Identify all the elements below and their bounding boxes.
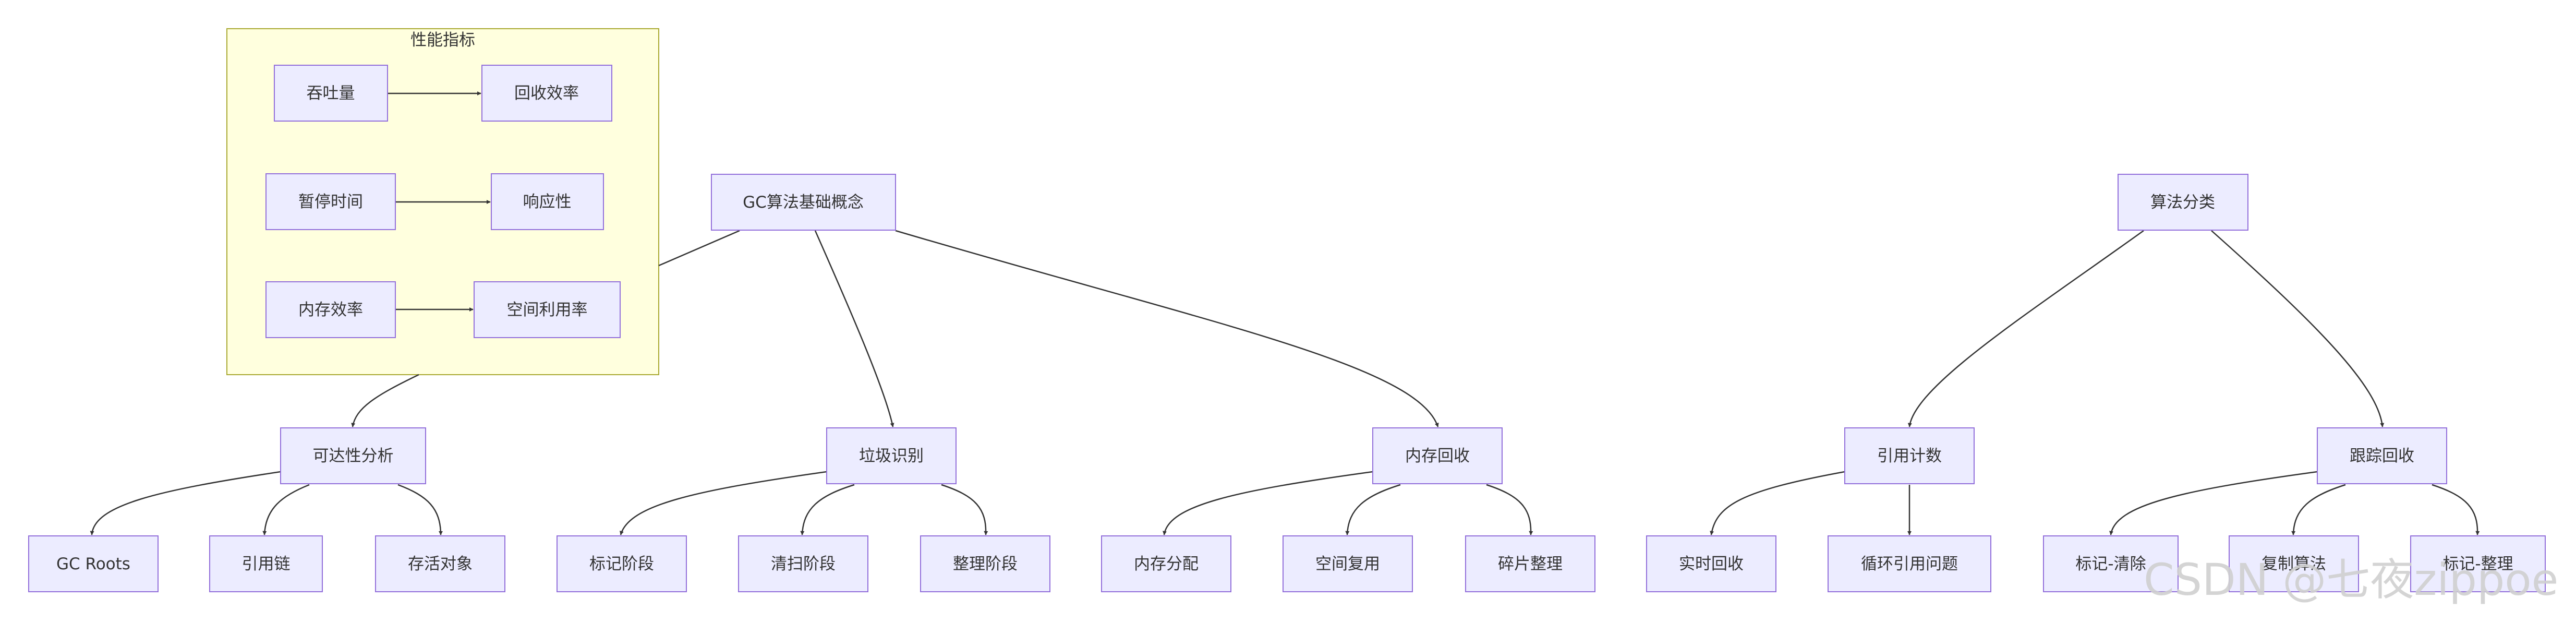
node-memory-alloc: 内存分配 bbox=[1101, 535, 1231, 592]
node-reference-chain: 引用链 bbox=[209, 535, 323, 592]
edge-cluster-reachability bbox=[351, 374, 419, 427]
svg-text:响应性: 响应性 bbox=[523, 193, 572, 211]
node-mark-phase: 标记阶段 bbox=[557, 535, 687, 592]
node-realtime-reclaim: 实时回收 bbox=[1646, 535, 1776, 592]
node-gc-roots: GC Roots bbox=[28, 535, 159, 592]
edge-tracing-markcompact bbox=[2432, 484, 2480, 535]
node-space-utilization: 空间利用率 bbox=[474, 281, 621, 338]
svg-text:空间利用率: 空间利用率 bbox=[507, 301, 588, 319]
nodes: 吞吐量 回收效率 暂停时间 响应性 内存效率 空间利用率 GC算法基础概念 bbox=[28, 65, 2546, 592]
svg-text:内存回收: 内存回收 bbox=[1405, 447, 1470, 465]
svg-text:GC算法基础概念: GC算法基础概念 bbox=[743, 193, 864, 212]
svg-text:引用链: 引用链 bbox=[242, 555, 291, 573]
edge-memory-reuse bbox=[1345, 484, 1401, 535]
edge-garbage-mark bbox=[620, 471, 827, 535]
node-algo-class: 算法分类 bbox=[2118, 174, 2248, 231]
edge-memory-alloc bbox=[1163, 471, 1373, 535]
edge-algo-refcount bbox=[1907, 230, 2144, 427]
svg-text:存活对象: 存活对象 bbox=[408, 555, 473, 573]
cluster-title: 性能指标 bbox=[410, 31, 475, 50]
edge-gcbasics-garbage bbox=[814, 230, 894, 427]
svg-text:整理阶段: 整理阶段 bbox=[953, 555, 1018, 573]
edge-reachability-gcroots bbox=[90, 471, 281, 535]
node-recycle-efficiency: 回收效率 bbox=[481, 65, 612, 122]
svg-text:暂停时间: 暂停时间 bbox=[298, 193, 363, 211]
node-tracing: 跟踪回收 bbox=[2317, 427, 2447, 484]
svg-text:回收效率: 回收效率 bbox=[514, 84, 579, 103]
svg-text:垃圾识别: 垃圾识别 bbox=[859, 447, 924, 465]
svg-text:清扫阶段: 清扫阶段 bbox=[771, 555, 836, 573]
node-mark-compact: 标记-整理 bbox=[2410, 535, 2546, 592]
edge-memory-defrag bbox=[1486, 484, 1533, 535]
svg-text:碎片整理: 碎片整理 bbox=[1498, 555, 1563, 573]
svg-text:吞吐量: 吞吐量 bbox=[307, 84, 355, 103]
edge-garbage-compact bbox=[941, 484, 988, 535]
node-defrag: 碎片整理 bbox=[1465, 535, 1595, 592]
edge-reachability-live bbox=[397, 484, 443, 535]
node-ref-counting: 引用计数 bbox=[1844, 427, 1975, 484]
edge-algo-tracing bbox=[2211, 230, 2385, 427]
edge-gcbasics-memory bbox=[895, 230, 1439, 427]
svg-text:内存分配: 内存分配 bbox=[1134, 555, 1199, 573]
svg-text:标记-清除: 标记-清除 bbox=[2075, 555, 2146, 573]
node-live-objects: 存活对象 bbox=[375, 535, 505, 592]
node-copying: 复制算法 bbox=[2229, 535, 2359, 592]
node-gc-basics: GC算法基础概念 bbox=[711, 174, 896, 231]
svg-text:循环引用问题: 循环引用问题 bbox=[1861, 555, 1958, 573]
svg-text:算法分类: 算法分类 bbox=[2150, 193, 2215, 212]
svg-text:标记-整理: 标记-整理 bbox=[2442, 555, 2513, 573]
svg-text:可达性分析: 可达性分析 bbox=[313, 447, 394, 465]
node-compact-phase: 整理阶段 bbox=[920, 535, 1050, 592]
edge-garbage-sweep bbox=[800, 484, 855, 535]
node-responsiveness: 响应性 bbox=[491, 173, 604, 230]
edge-reachability-refchain bbox=[262, 484, 310, 535]
svg-text:GC Roots: GC Roots bbox=[56, 555, 130, 573]
svg-text:引用计数: 引用计数 bbox=[1877, 447, 1942, 465]
node-memory-reclaim: 内存回收 bbox=[1372, 427, 1503, 484]
watermark: CSDN @七夜zippoe bbox=[2144, 554, 2558, 605]
edge-gcbasics-cluster bbox=[658, 230, 740, 267]
node-sweep-phase: 清扫阶段 bbox=[738, 535, 868, 592]
node-space-reuse: 空间复用 bbox=[1283, 535, 1413, 592]
node-memory-efficiency: 内存效率 bbox=[265, 281, 396, 338]
svg-text:复制算法: 复制算法 bbox=[2261, 555, 2326, 573]
edge-tracing-marksweep bbox=[2109, 471, 2318, 535]
edge-tracing-copying bbox=[2291, 484, 2346, 535]
edge-refcount-realtime bbox=[1710, 471, 1845, 535]
node-garbage-identify: 垃圾识别 bbox=[826, 427, 957, 484]
node-pause-time: 暂停时间 bbox=[265, 173, 396, 230]
svg-text:实时回收: 实时回收 bbox=[1679, 555, 1744, 573]
node-throughput: 吞吐量 bbox=[274, 65, 388, 122]
svg-text:跟踪回收: 跟踪回收 bbox=[2350, 447, 2414, 465]
svg-text:空间复用: 空间复用 bbox=[1315, 555, 1380, 573]
edges bbox=[90, 91, 2480, 535]
node-reachability: 可达性分析 bbox=[280, 427, 426, 484]
node-mark-sweep: 标记-清除 bbox=[2043, 535, 2179, 592]
node-cyclic-ref: 循环引用问题 bbox=[1828, 535, 1991, 592]
svg-text:标记阶段: 标记阶段 bbox=[589, 555, 654, 573]
svg-text:内存效率: 内存效率 bbox=[298, 301, 363, 319]
